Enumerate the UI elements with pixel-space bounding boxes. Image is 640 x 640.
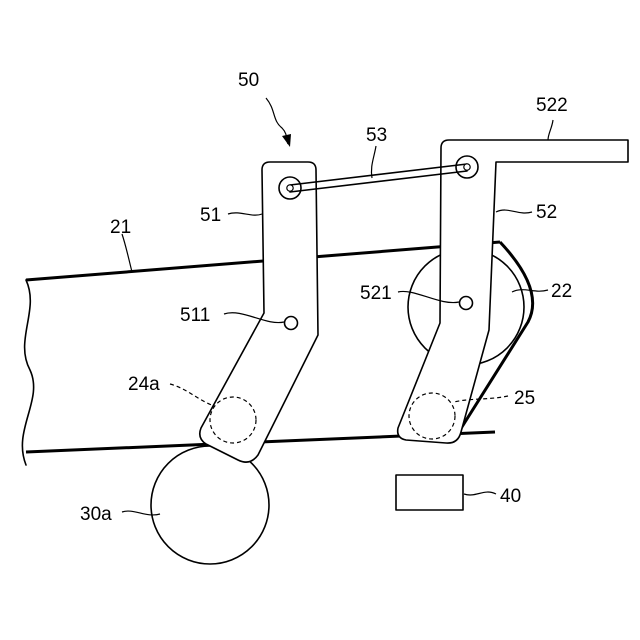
label-50: 50 [238, 70, 259, 91]
label-30a: 30a [80, 504, 112, 525]
label-21: 21 [110, 217, 131, 238]
leader-21 [122, 234, 132, 272]
label-511: 511 [180, 305, 210, 326]
label-521: 521 [360, 283, 392, 304]
leader-51 [228, 213, 262, 215]
leader-24a [170, 384, 214, 406]
leader-53 [371, 146, 376, 178]
link-53-end-a [287, 185, 293, 191]
label-522: 522 [536, 95, 568, 116]
roller-30a [151, 446, 269, 564]
leader-50-arrowhead [282, 134, 291, 147]
label-52: 52 [536, 202, 557, 223]
label-40: 40 [500, 486, 521, 507]
label-51: 51 [200, 205, 221, 226]
box-40 [396, 475, 463, 510]
leader-40 [464, 492, 496, 495]
label-25: 25 [514, 388, 535, 409]
leader-522 [548, 120, 553, 140]
belt-break-line [22, 280, 33, 465]
label-24a: 24a [128, 374, 160, 395]
link-53-end-b [464, 164, 470, 170]
leader-52 [496, 210, 532, 213]
label-53: 53 [366, 125, 387, 146]
label-22: 22 [551, 281, 572, 302]
